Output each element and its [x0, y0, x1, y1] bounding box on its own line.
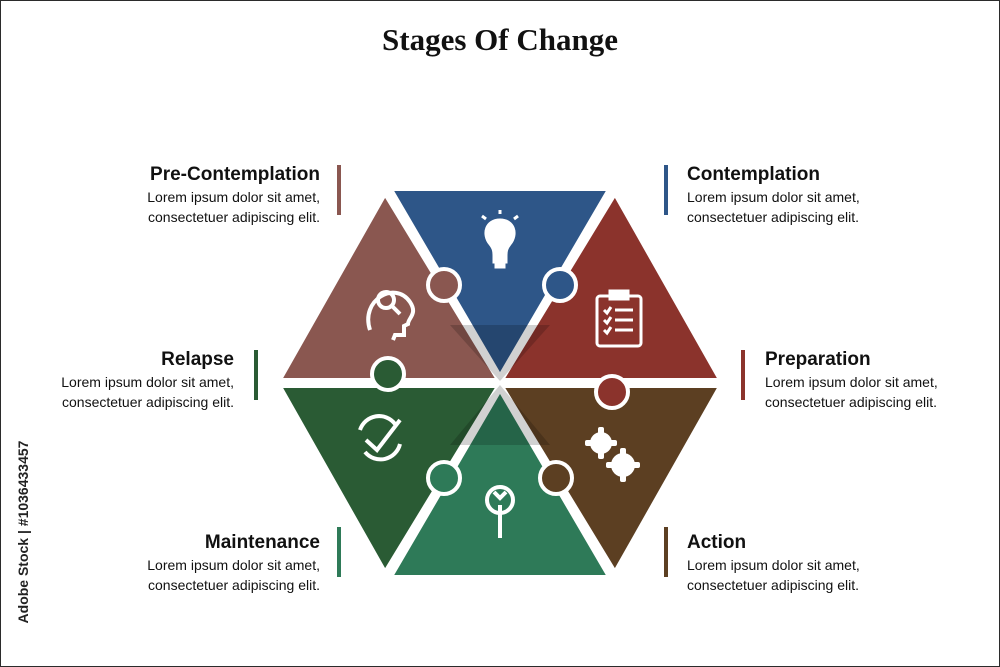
stage-description-line: Lorem ipsum dolor sit amet, [61, 374, 234, 390]
stage-description-line: Lorem ipsum dolor sit amet, [147, 189, 320, 205]
label-pre-contemplation: Pre-Contemplation Lorem ipsum dolor sit … [20, 163, 320, 227]
clipboard-checklist-icon [595, 289, 643, 348]
accent-bar-contemplation [664, 165, 668, 215]
stage-heading: Preparation [765, 349, 871, 370]
accent-bar-preparation [741, 350, 745, 400]
accent-bar-action [664, 527, 668, 577]
stage-heading: Maintenance [204, 532, 320, 553]
head-search-icon [366, 290, 416, 341]
puzzle-knob [426, 267, 462, 303]
puzzle-knob [542, 267, 578, 303]
light-bulb-icon [481, 210, 519, 269]
wrench-gear-icon [485, 485, 515, 538]
stage-description-line: consectetuer adipiscing elit. [687, 209, 859, 225]
stage-description-line: consectetuer adipiscing elit. [687, 577, 859, 593]
puzzle-knob [370, 356, 406, 392]
puzzle-knob [426, 460, 462, 496]
diagram-title: Stages Of Change [382, 22, 618, 57]
stage-description-line: Lorem ipsum dolor sit amet, [687, 189, 860, 205]
accent-bar-relapse [254, 350, 258, 400]
center-shade [450, 325, 550, 381]
watermark-side-text: Adobe Stock | #1036433457 [12, 420, 34, 650]
label-preparation: Preparation Lorem ipsum dolor sit amet, … [765, 348, 1000, 412]
label-action: Action Lorem ipsum dolor sit amet, conse… [687, 531, 987, 595]
puzzle-knob [538, 460, 574, 496]
label-maintenance: Maintenance Lorem ipsum dolor sit amet, … [20, 531, 320, 595]
stage-description-line: consectetuer adipiscing elit. [148, 577, 320, 593]
stage-heading: Relapse [161, 349, 234, 370]
watermark-side-text-label: Adobe Stock | #1036433457 [15, 440, 31, 624]
stage-description-line: consectetuer adipiscing elit. [148, 209, 320, 225]
gears-icon [585, 427, 640, 482]
stage-description-line: consectetuer adipiscing elit. [765, 394, 937, 410]
stage-heading: Pre-Contemplation [150, 164, 320, 185]
puzzle-knob [594, 374, 630, 410]
stage-description-line: consectetuer adipiscing elit. [62, 394, 234, 410]
label-relapse: Relapse Lorem ipsum dolor sit amet, cons… [0, 348, 234, 412]
center-shade [450, 385, 550, 445]
stage-description-line: Lorem ipsum dolor sit amet, [687, 557, 860, 573]
stage-description-line: Lorem ipsum dolor sit amet, [765, 374, 938, 390]
cycle-check-icon [358, 414, 402, 462]
stage-description-line: Lorem ipsum dolor sit amet, [147, 557, 320, 573]
stage-heading: Contemplation [687, 164, 820, 185]
accent-bar-pre-contemplation [337, 165, 341, 215]
label-contemplation: Contemplation Lorem ipsum dolor sit amet… [687, 163, 987, 227]
accent-bar-maintenance [337, 527, 341, 577]
stage-heading: Action [687, 532, 747, 553]
